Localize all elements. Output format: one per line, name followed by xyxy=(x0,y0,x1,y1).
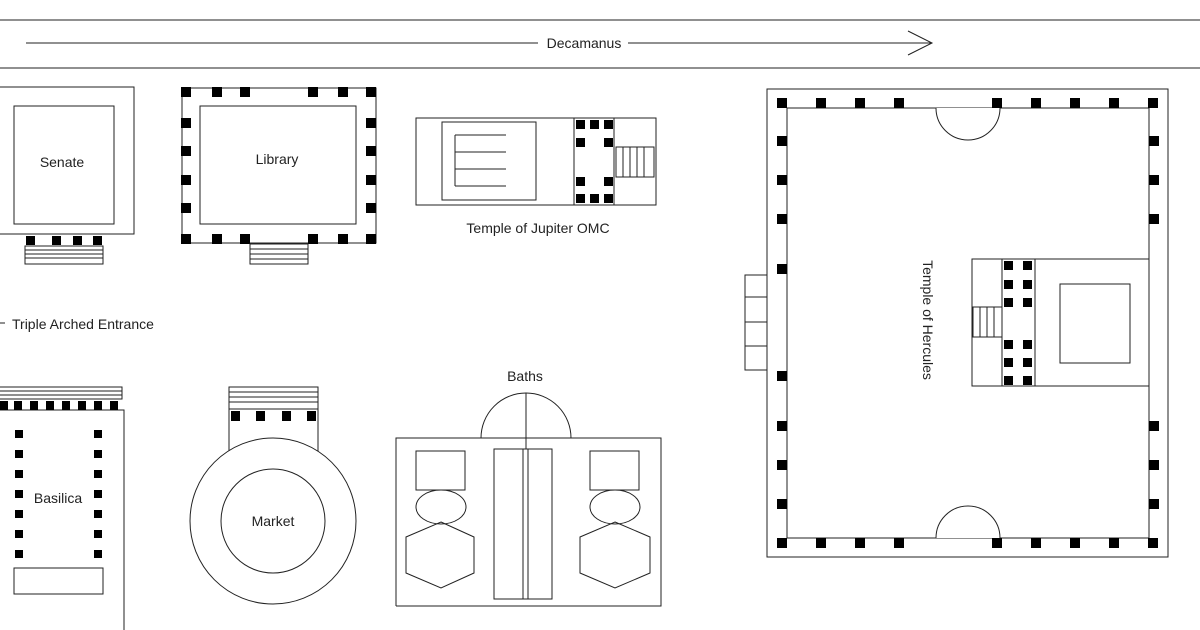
decamanus-road: Decamanus xyxy=(0,19,1200,69)
baths-label: Baths xyxy=(507,368,543,384)
market-label: Market xyxy=(252,513,295,529)
library-columns xyxy=(181,87,376,244)
temple-hercules-inner-temple xyxy=(971,258,1150,387)
temple-hercules-label: Temple of Hercules xyxy=(920,260,936,380)
basilica-label: Basilica xyxy=(34,490,82,506)
market-building: Market xyxy=(189,386,357,605)
decamanus-label: Decamanus xyxy=(547,35,622,51)
triple-arched-entrance-label: Triple Arched Entrance xyxy=(12,316,154,332)
temple-hercules-columns xyxy=(777,98,1159,548)
library-label: Library xyxy=(256,151,299,167)
basilica-building: Basilica xyxy=(0,386,125,630)
temple-jupiter-label: Temple of Jupiter OMC xyxy=(466,220,609,236)
baths-building: Baths xyxy=(395,368,662,607)
senate-label: Senate xyxy=(40,154,85,170)
basilica-columns xyxy=(0,401,118,558)
temple-of-hercules: Temple of Hercules xyxy=(744,88,1169,558)
decamanus-arrowhead xyxy=(907,30,934,56)
temple-of-jupiter: Temple of Jupiter OMC xyxy=(415,117,657,236)
temple-jupiter-columns xyxy=(576,120,613,203)
library-building: Library xyxy=(181,87,377,265)
senate-building: Senate xyxy=(0,86,135,265)
triple-arched-entrance: Triple Arched Entrance xyxy=(0,316,154,332)
